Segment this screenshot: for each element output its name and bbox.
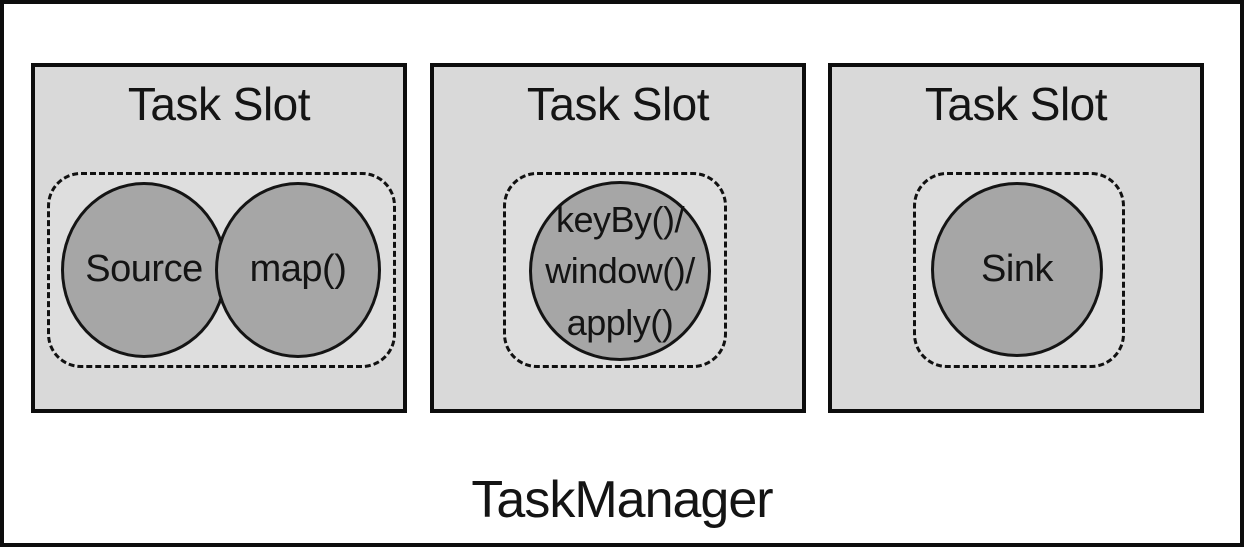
task-slot-3-title: Task Slot (924, 78, 1108, 130)
taskmanager-caption: TaskManager (471, 471, 773, 529)
operator-source-circle: Source (61, 182, 227, 358)
task-slot-3: Task Slot Sink (828, 63, 1204, 413)
task-slot-2: Task Slot keyBy()/ window()/ apply() (430, 63, 806, 413)
operator-keyby-window-apply-circle: keyBy()/ window()/ apply() (529, 181, 711, 361)
operator-keyby-window-apply-label: keyBy()/ window()/ apply() (545, 199, 695, 343)
operator-sink-circle: Sink (931, 182, 1103, 357)
operator-sink-label: Sink (981, 247, 1053, 290)
operator-map-label: map() (249, 248, 347, 291)
task-slot-1: Task Slot Source map() (31, 63, 407, 413)
operator-map-circle: map() (215, 182, 381, 358)
operator-source-label: Source (85, 248, 203, 291)
task-slot-2-title: Task Slot (526, 78, 710, 130)
task-slot-1-title: Task Slot (127, 78, 311, 130)
